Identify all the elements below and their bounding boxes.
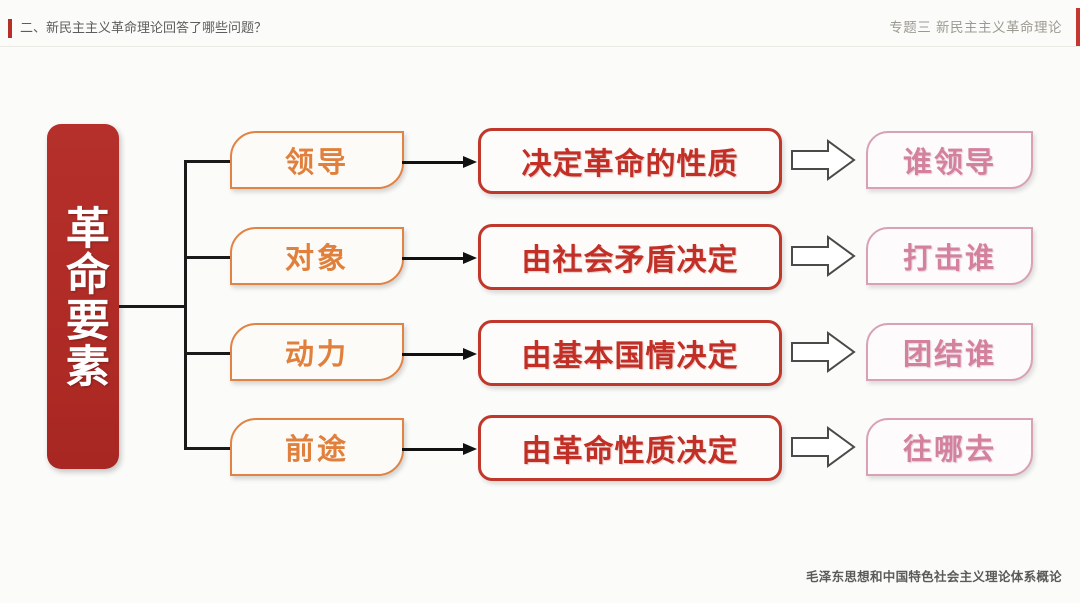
- connector-branch-1: [184, 160, 232, 163]
- keyword-box-4[interactable]: 前途: [230, 418, 404, 476]
- connector-spine: [184, 160, 187, 450]
- answer-label-2: 打击谁: [902, 241, 996, 275]
- keyword-box-3[interactable]: 动力: [230, 323, 404, 381]
- connector-branch-2: [184, 256, 232, 259]
- topic-label: 专题三 新民主主义革命理论: [889, 20, 1062, 36]
- statement-label-1: 决定革命的性质: [521, 147, 739, 182]
- keyword-label-3: 动力: [284, 337, 349, 371]
- answer-label-4: 往哪去: [902, 432, 996, 466]
- root-node-revolution-elements: 革命要素: [47, 124, 119, 469]
- block-arrow-icon-1: [790, 138, 856, 182]
- answer-box-1[interactable]: 谁领导: [866, 131, 1033, 189]
- keyword-box-2[interactable]: 对象: [230, 227, 404, 285]
- connector-stem: [119, 305, 187, 308]
- arrow-right-icon-1: [402, 156, 480, 168]
- keyword-label-2: 对象: [284, 241, 349, 275]
- arrow-right-icon-4: [402, 443, 480, 455]
- answer-label-1: 谁领导: [902, 145, 996, 179]
- arrow-right-icon-3: [402, 348, 480, 360]
- statement-label-4: 由革命性质决定: [521, 434, 739, 469]
- statement-label-3: 由基本国情决定: [521, 339, 739, 374]
- answer-box-3[interactable]: 团结谁: [866, 323, 1033, 381]
- footer-course-name: 毛泽东思想和中国特色社会主义理论体系概论: [805, 569, 1062, 584]
- keyword-label-1: 领导: [284, 145, 349, 179]
- block-arrow-icon-4: [790, 425, 856, 469]
- answer-box-2[interactable]: 打击谁: [866, 227, 1033, 285]
- arrow-right-icon-2: [402, 252, 480, 264]
- diagram-row: 领导 决定革命的性质 谁领导: [0, 128, 1080, 194]
- diagram-row: 动力 由基本国情决定 团结谁: [0, 320, 1080, 386]
- root-node-label: 革命要素: [57, 204, 109, 389]
- keyword-label-4: 前途: [284, 432, 349, 466]
- block-arrow-icon-3: [790, 330, 856, 374]
- statement-box-3[interactable]: 由基本国情决定: [478, 320, 782, 386]
- header-right-accent-bar: [1076, 8, 1080, 46]
- diagram-row: 对象 由社会矛盾决定 打击谁: [0, 224, 1080, 290]
- statement-box-2[interactable]: 由社会矛盾决定: [478, 224, 782, 290]
- connector-branch-4: [184, 447, 232, 450]
- statement-box-1[interactable]: 决定革命的性质: [478, 128, 782, 194]
- header-divider: [0, 46, 1080, 47]
- block-arrow-icon-2: [790, 234, 856, 278]
- connector-branch-3: [184, 352, 232, 355]
- page-title: 二、新民主主义革命理论回答了哪些问题？: [20, 21, 268, 36]
- statement-label-2: 由社会矛盾决定: [521, 243, 739, 278]
- diagram-row: 前途 由革命性质决定 往哪去: [0, 415, 1080, 481]
- statement-box-4[interactable]: 由革命性质决定: [478, 415, 782, 481]
- answer-box-4[interactable]: 往哪去: [866, 418, 1033, 476]
- answer-label-3: 团结谁: [902, 337, 996, 371]
- keyword-box-1[interactable]: 领导: [230, 131, 404, 189]
- header-accent-bar: [8, 19, 12, 38]
